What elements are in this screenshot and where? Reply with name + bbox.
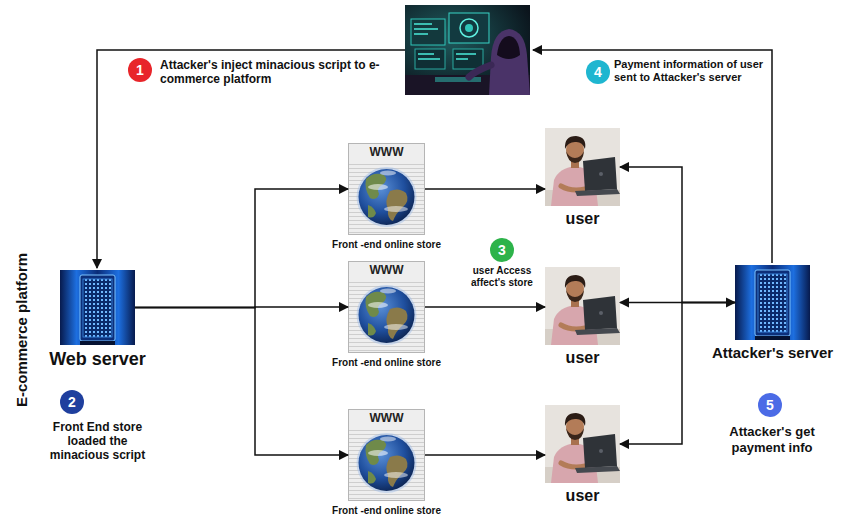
web-page-illustration	[349, 410, 425, 501]
connector-arrow	[620, 303, 735, 445]
online-store: WWWFront -end online store	[348, 261, 425, 353]
store-label: Front -end online store	[332, 505, 441, 516]
user: user	[545, 267, 620, 345]
step-note: Attacker's inject minacious script to e-…	[160, 58, 395, 86]
callout-number: 3	[490, 238, 514, 262]
connector-arrow	[425, 454, 545, 456]
online-store: WWWFront -end online store	[348, 409, 425, 501]
connector-arrow	[425, 188, 545, 190]
step-note: Front End store loaded the minacious scr…	[40, 420, 155, 462]
store-label: Front -end online store	[332, 239, 441, 250]
store-label: Front -end online store	[332, 357, 441, 368]
server-illustration	[735, 265, 810, 340]
www-text: WWW	[348, 263, 425, 277]
online-store: WWWFront -end online store	[348, 143, 425, 235]
attack-arrow	[97, 50, 405, 268]
user: user	[545, 128, 620, 206]
callout-number: 5	[758, 393, 782, 417]
step-note: user Access affect's store	[459, 265, 545, 289]
connector-arrow	[135, 189, 348, 308]
exfiltration-arrow	[533, 50, 772, 263]
hacker-illustration	[405, 5, 530, 95]
user-illustration	[545, 267, 620, 345]
node-label: Attacker's server	[712, 344, 833, 361]
connector-arrow	[620, 167, 735, 303]
web-page-illustration	[349, 262, 425, 353]
user-label: user	[566, 210, 600, 228]
node-label: Web server	[49, 349, 146, 370]
step-note: Attacker's get payment info	[707, 424, 837, 456]
connector-arrow	[425, 306, 545, 308]
user-illustration	[545, 128, 620, 206]
step-note: Payment information of user sent to Atta…	[614, 58, 766, 84]
user-label: user	[566, 487, 600, 505]
callout-number: 4	[586, 60, 610, 84]
www-text: WWW	[348, 145, 425, 159]
callout-number: 1	[128, 58, 152, 82]
attacker-server: Attacker's server	[735, 265, 810, 340]
server-illustration	[60, 270, 135, 345]
user: user	[545, 405, 620, 483]
callout-number: 2	[60, 390, 84, 414]
user-label: user	[566, 349, 600, 367]
www-text: WWW	[348, 411, 425, 425]
user-illustration	[545, 405, 620, 483]
web-page-illustration	[349, 144, 425, 235]
platform-label: E-commerce platform	[12, 235, 32, 425]
web-server: Web server	[60, 270, 135, 345]
connector-arrow	[135, 308, 348, 456]
